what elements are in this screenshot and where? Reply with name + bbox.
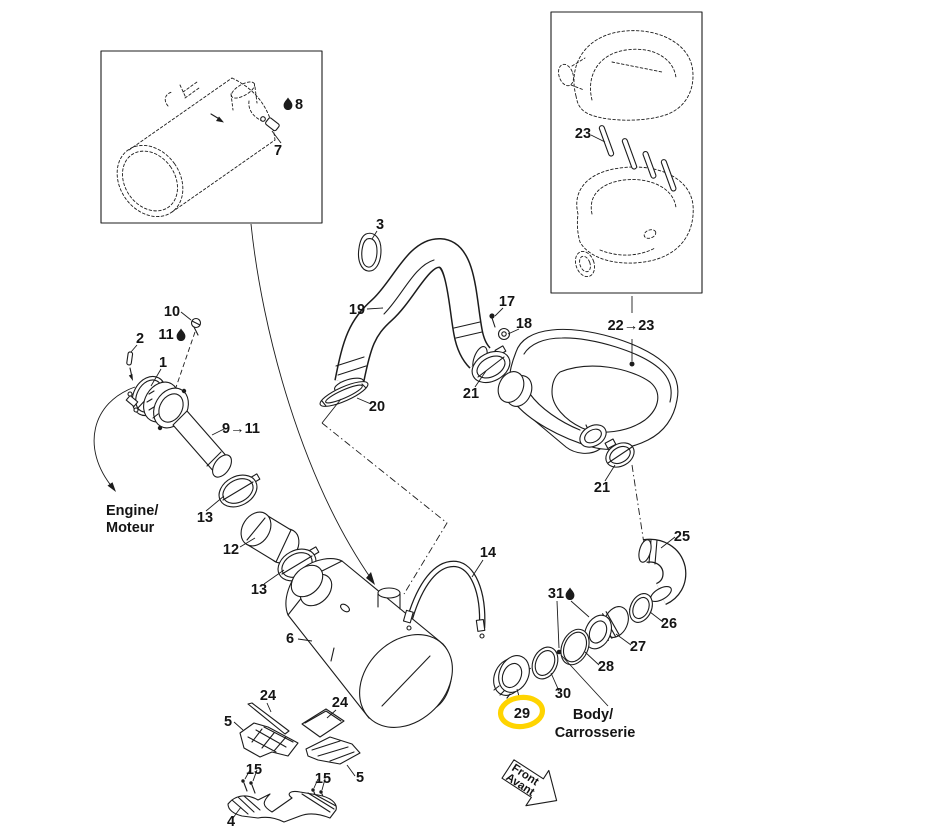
part-label-3-2[interactable]: 3	[376, 217, 384, 233]
inset-box-sensor	[100, 50, 323, 224]
clamp-13a-drawing	[218, 473, 261, 508]
part-label-14-27[interactable]: 14	[480, 545, 496, 561]
part-label-4-34[interactable]: 4	[227, 814, 235, 830]
gasket-3-drawing	[357, 232, 382, 272]
leader-lines	[93, 130, 676, 819]
part-label-29-26[interactable]: 29	[514, 706, 530, 722]
washer-18-drawing	[497, 327, 511, 341]
part-label-13-10[interactable]: 13	[197, 510, 213, 526]
clamp-21-upper-drawing	[471, 345, 511, 384]
damper-rods-drawing	[598, 125, 677, 192]
part-label-1-8[interactable]: 1	[159, 355, 167, 371]
clamp-elbow-axis-line	[631, 464, 645, 545]
part-label-22-23-15[interactable]: 22→23	[608, 318, 655, 334]
engine-annotation-line1: Engine/	[106, 503, 158, 519]
screws-15a-drawing	[241, 779, 256, 794]
pad-24b-drawing	[301, 708, 345, 738]
strip-24a-drawing	[247, 702, 290, 735]
part-label-24-29[interactable]: 24	[332, 695, 348, 711]
part-label-30-25[interactable]: 30	[555, 686, 571, 702]
shield-5b-drawing	[305, 736, 361, 765]
part-label-27-23[interactable]: 27	[630, 639, 646, 655]
oil-droplet-icon	[565, 587, 575, 600]
part-label-28-24[interactable]: 28	[598, 659, 614, 675]
muffler-6-drawing	[285, 558, 453, 728]
part-label-15-32[interactable]: 15	[246, 762, 262, 778]
part-label-2-7[interactable]: 2	[136, 331, 144, 347]
elbow-25-drawing	[638, 538, 687, 605]
part-label-19-3[interactable]: 19	[349, 302, 365, 318]
ring-30-drawing	[531, 646, 559, 680]
engine-annotation-line2: Moteur	[106, 520, 155, 536]
inset-box-resonators	[550, 11, 703, 294]
pin-2-drawing	[126, 351, 134, 381]
main-muffler-drawing	[497, 328, 679, 454]
flange-9-11-drawing	[143, 381, 232, 478]
part-label-15-33[interactable]: 15	[315, 771, 331, 787]
part-label-21-18[interactable]: 21	[463, 386, 479, 402]
part-label-18-17[interactable]: 18	[516, 316, 532, 332]
part-label-17-16[interactable]: 17	[499, 294, 515, 310]
sensor-7-drawing	[210, 113, 280, 132]
sleeve-12-drawing	[240, 511, 300, 564]
part-label-24-28[interactable]: 24	[260, 688, 276, 704]
part-label-21-19[interactable]: 21	[594, 480, 610, 496]
part-label-8-1[interactable]: 8	[295, 97, 303, 113]
part-label-10-5[interactable]: 10	[164, 304, 180, 320]
resonator-covers-drawing	[558, 30, 694, 278]
part-label-23-14[interactable]: 23	[575, 126, 591, 142]
hose-14-drawing	[402, 560, 486, 639]
body-annotation: Body/ Carrosserie	[555, 707, 636, 741]
part-label-26-22[interactable]: 26	[661, 616, 677, 632]
oil-droplet-icon	[176, 328, 186, 341]
nut-axis-line	[172, 331, 196, 397]
part-label-31-21[interactable]: 31	[548, 586, 564, 602]
part-label-9-11-9[interactable]: 9→11	[222, 421, 260, 437]
front-direction-arrow: Front Avant	[501, 759, 558, 807]
part-label-20-4[interactable]: 20	[369, 399, 385, 415]
part-label-5-31[interactable]: 5	[356, 770, 364, 786]
part-label-13-12[interactable]: 13	[251, 582, 267, 598]
part-label-7-0[interactable]: 7	[274, 143, 282, 159]
clamp-21-lower-drawing	[604, 438, 635, 468]
screw-17-drawing	[489, 313, 496, 328]
part-label-5-30[interactable]: 5	[224, 714, 232, 730]
part-label-11-6[interactable]: 11	[158, 327, 173, 343]
bracket-4-drawing	[227, 790, 337, 823]
sensor-muffler-drawing	[116, 77, 276, 218]
part-label-25-20[interactable]: 25	[674, 529, 690, 545]
outlet-27-drawing	[583, 606, 629, 650]
ring-29-drawing	[493, 655, 530, 699]
part-label-6-13[interactable]: 6	[286, 631, 294, 647]
part-label-12-11[interactable]: 12	[223, 542, 239, 558]
nut-10-drawing	[190, 317, 202, 336]
gasket-28-drawing	[560, 628, 590, 666]
gasket-20-drawing	[319, 381, 369, 407]
engine-annotation: Engine/ Moteur	[106, 503, 162, 536]
exhaust-pipe-drawing	[334, 238, 492, 393]
body-annotation-line2: Carrosserie	[555, 725, 636, 741]
shield-5a-drawing	[239, 722, 299, 758]
highlight-marker	[497, 694, 546, 730]
body-annotation-line1: Body/	[573, 707, 613, 723]
